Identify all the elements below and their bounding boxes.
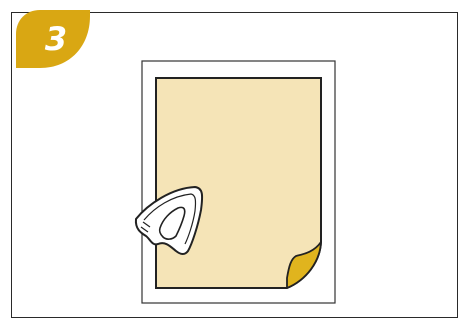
diagram-illustration	[0, 0, 471, 329]
